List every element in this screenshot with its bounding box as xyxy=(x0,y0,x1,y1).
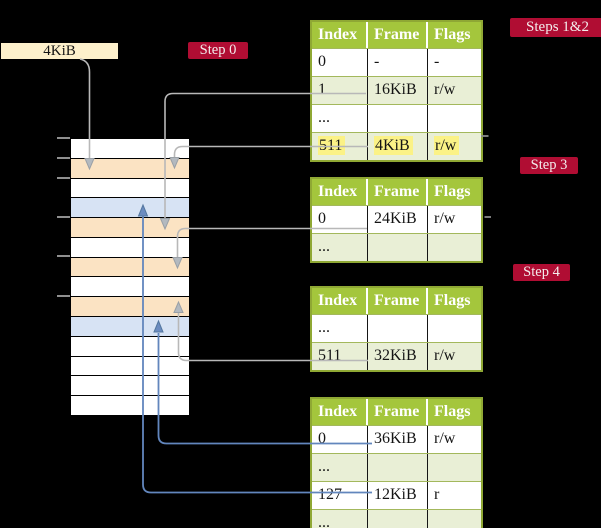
cell-flags: r/w xyxy=(434,430,456,447)
table-header-row: Index Frame Flags xyxy=(312,22,481,48)
cell-index: 127 xyxy=(312,482,368,509)
cell-flags xyxy=(428,510,481,528)
cell-frame: 4KiB xyxy=(368,133,428,160)
cell-index: 0 xyxy=(312,206,368,233)
table-row: ... xyxy=(312,104,481,132)
cell-flags: - xyxy=(434,53,440,70)
table-row: ... xyxy=(312,453,481,481)
column-header-frame: Frame xyxy=(368,179,428,205)
column-header-frame: Frame xyxy=(368,399,428,425)
step-4-label: Step 4 xyxy=(513,264,570,281)
memory-row-white xyxy=(71,355,189,376)
cell-frame: 12KiB xyxy=(368,482,428,509)
cell-flags: r/w xyxy=(434,210,456,227)
cell-frame: 24KiB xyxy=(368,206,428,233)
memory-row-blue xyxy=(71,316,189,336)
cell-flags xyxy=(428,105,481,132)
memory-row-white xyxy=(71,335,189,356)
table-row: ... xyxy=(312,509,481,528)
memory-column xyxy=(70,138,190,416)
column-header-index: Index xyxy=(312,22,368,48)
cell-index: ... xyxy=(312,454,368,481)
column-header-flags: Flags xyxy=(434,183,471,200)
page-table-1: Index Frame Flags 0 - - 1 16KiB r/w ... … xyxy=(310,20,483,162)
table-row: ... xyxy=(312,314,481,342)
memory-row-orange xyxy=(71,157,189,178)
cell-frame: 16KiB xyxy=(368,77,428,104)
cell-frame: - xyxy=(368,49,428,76)
memory-row-blue xyxy=(71,197,189,218)
cell-index: 511 xyxy=(312,133,368,160)
column-header-index: Index xyxy=(312,399,368,425)
table-row: 1 16KiB r/w xyxy=(312,76,481,104)
page-table-2: Index Frame Flags 0 24KiB r/w ... xyxy=(310,177,483,263)
cell-frame xyxy=(368,510,428,528)
step-0-label: Step 0 xyxy=(188,42,248,59)
column-header-index: Index xyxy=(312,179,368,205)
cell-flags: r xyxy=(434,486,440,503)
cell-frame: 36KiB xyxy=(368,426,428,453)
column-header-flags: Flags xyxy=(434,292,471,309)
steps-1-2-label: Steps 1&2 xyxy=(510,18,601,37)
column-header-frame: Frame xyxy=(368,22,428,48)
table-row: 511 32KiB r/w xyxy=(312,342,481,370)
cell-frame xyxy=(368,315,428,342)
step-3-label: Step 3 xyxy=(520,157,578,174)
table-row: ... xyxy=(312,233,481,261)
table-header-row: Index Frame Flags xyxy=(312,179,481,205)
column-header-flags: Flags xyxy=(434,403,471,420)
page-table-3: Index Frame Flags ... 511 32KiB r/w xyxy=(310,286,483,372)
cell-index: ... xyxy=(312,234,368,261)
table-row: 127 12KiB r xyxy=(312,481,481,509)
cell-index: 0 xyxy=(312,49,368,76)
cell-index: ... xyxy=(312,510,368,528)
memory-tick xyxy=(57,157,70,159)
table-row: 0 36KiB r/w xyxy=(312,425,481,453)
cell-frame xyxy=(368,105,428,132)
memory-row-white xyxy=(71,276,189,297)
memory-row-orange xyxy=(71,296,189,317)
column-header-flags: Flags xyxy=(434,26,471,43)
memory-tick xyxy=(57,216,70,218)
memory-row-white xyxy=(71,139,189,158)
cell-flags xyxy=(428,315,481,342)
frame-size-box: 4KiB xyxy=(1,43,118,59)
cell-index: ... xyxy=(312,315,368,342)
memory-row-white xyxy=(71,375,189,396)
cell-index: 511 xyxy=(312,343,368,370)
memory-row-white xyxy=(71,177,189,198)
memory-row-orange xyxy=(71,217,189,237)
cell-index: 0 xyxy=(312,426,368,453)
table-row-highlighted: 511 4KiB r/w xyxy=(312,132,481,160)
table-row: 0 24KiB r/w xyxy=(312,205,481,233)
table-row: 0 - - xyxy=(312,48,481,76)
cell-flags xyxy=(428,234,481,261)
memory-row-white xyxy=(71,395,189,415)
column-header-index: Index xyxy=(312,288,368,314)
memory-tick xyxy=(57,295,70,297)
memory-tick xyxy=(57,137,70,139)
memory-tick xyxy=(57,255,70,257)
cell-flags: r/w xyxy=(434,81,456,98)
page-table-4: Index Frame Flags 0 36KiB r/w ... 127 12… xyxy=(310,397,483,528)
table-header-row: Index Frame Flags xyxy=(312,399,481,425)
memory-row-orange xyxy=(71,256,189,277)
cell-frame: 32KiB xyxy=(368,343,428,370)
memory-tick xyxy=(57,177,70,179)
cell-frame xyxy=(368,234,428,261)
cell-flags xyxy=(428,454,481,481)
memory-row-white xyxy=(71,236,189,257)
table-header-row: Index Frame Flags xyxy=(312,288,481,314)
cell-index: 1 xyxy=(312,77,368,104)
cell-flags: r/w xyxy=(434,347,456,364)
cell-frame xyxy=(368,454,428,481)
cell-flags: r/w xyxy=(428,133,481,160)
cell-index: ... xyxy=(312,105,368,132)
column-header-frame: Frame xyxy=(368,288,428,314)
